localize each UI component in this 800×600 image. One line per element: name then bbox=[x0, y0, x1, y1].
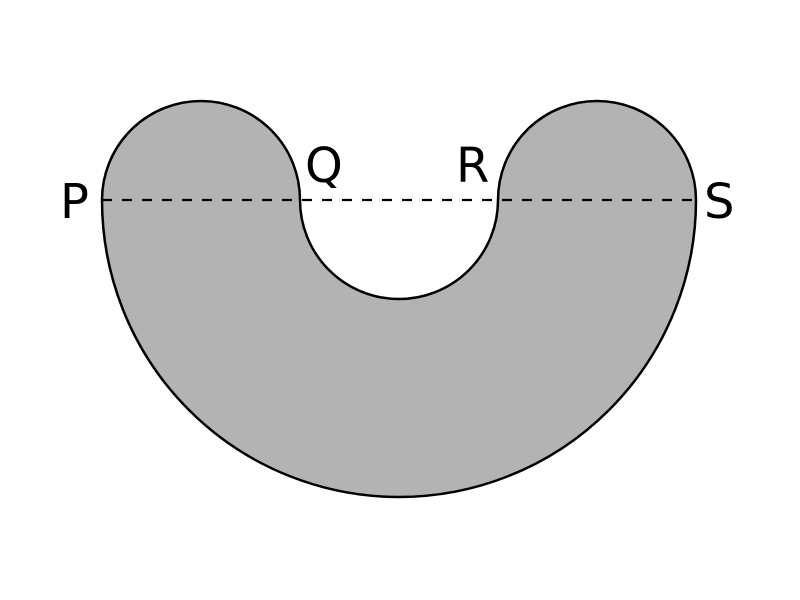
shaded-region bbox=[100, 99, 698, 499]
label-r: R bbox=[456, 138, 489, 194]
label-p: P bbox=[60, 174, 89, 230]
label-q: Q bbox=[305, 138, 343, 194]
label-s: S bbox=[704, 174, 734, 230]
